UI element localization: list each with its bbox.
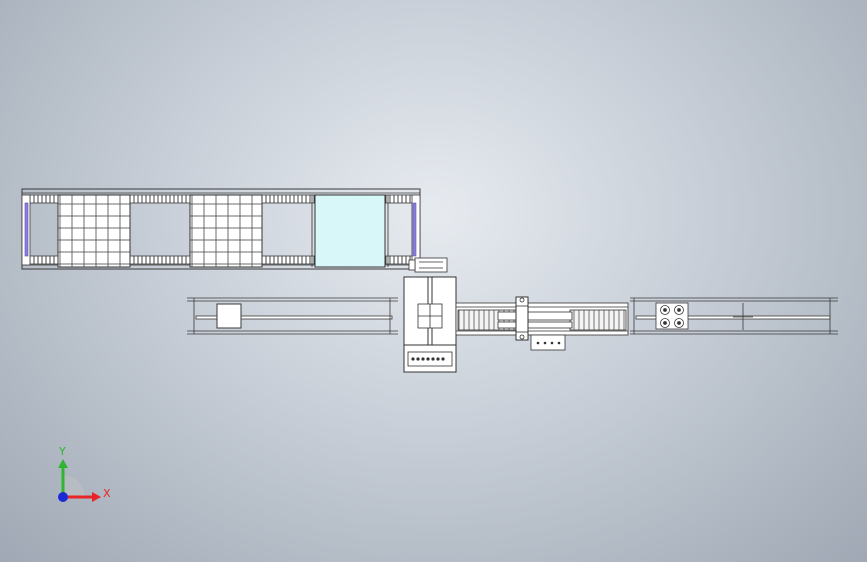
sensor-box [530,334,566,351]
glass-panel [314,194,386,268]
x-axis-label: X [103,487,111,500]
transfer-roller [408,257,448,273]
right-guide-post [412,202,417,257]
cutting-head [515,296,529,341]
right-lower-conveyor [630,297,838,335]
press-ram [497,311,573,321]
left-guide-post [24,202,29,257]
central-machine [403,276,457,373]
y-axis-label: Y [58,445,66,458]
finned-conveyor-section [455,296,629,351]
coordinate-triad-icon: Y X [58,445,111,502]
tray-grid-panel-1 [57,194,131,268]
z-axis-dot [58,492,68,502]
control-panel [407,351,453,367]
sliding-carriage [216,303,242,329]
left-lower-conveyor [187,297,398,335]
tray-grid-panel-2 [189,194,263,268]
